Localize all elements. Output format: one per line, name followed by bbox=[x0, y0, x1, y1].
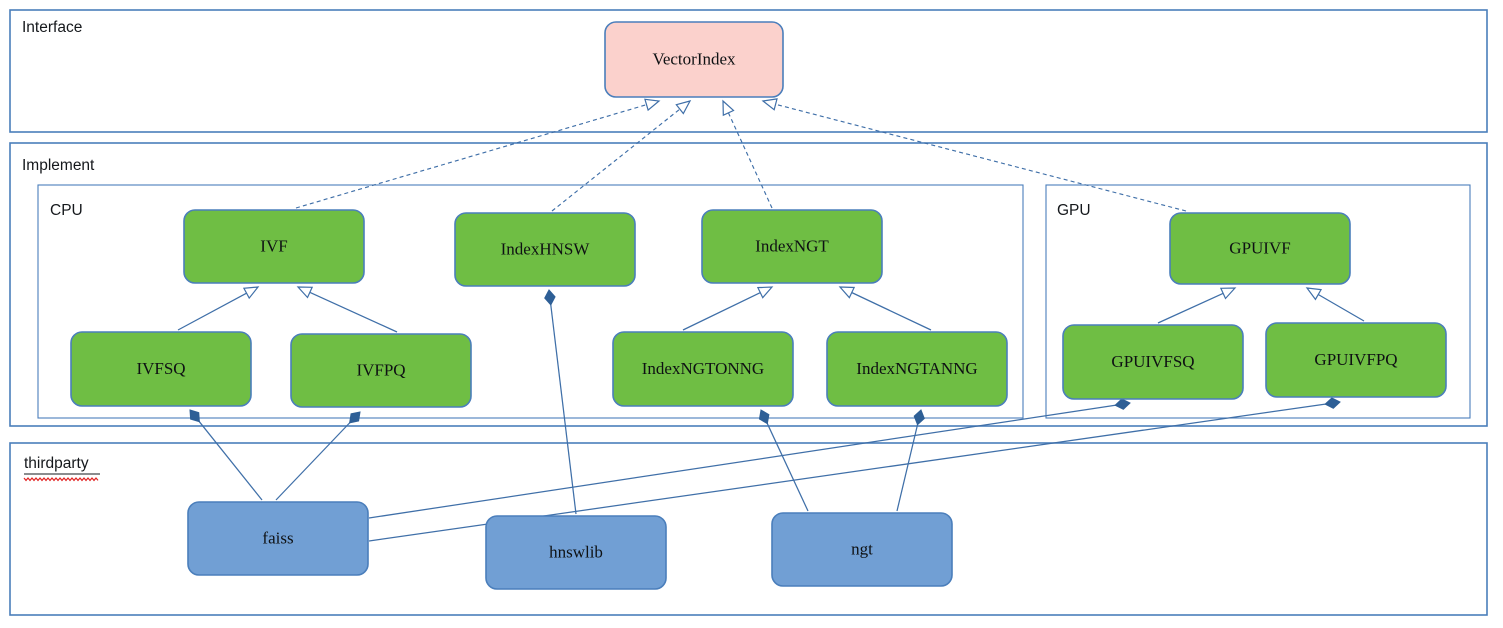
arrowhead-hollow-triangle-icon-indexngtanng-indexngt bbox=[838, 286, 856, 299]
edge-gpuivfsq-gpuivf bbox=[1157, 287, 1237, 324]
node-vectorindex[interactable]: VectorIndex bbox=[604, 21, 784, 98]
container-label-cpu: CPU bbox=[50, 202, 83, 219]
edge-line-gpuivf-vectorindex bbox=[774, 103, 1187, 212]
node-ivf[interactable]: IVF bbox=[183, 209, 365, 284]
node-box-gpuivfsq[interactable] bbox=[1062, 324, 1244, 400]
node-box-ivfpq[interactable] bbox=[290, 333, 472, 408]
node-label-indexngt: IndexNGT bbox=[755, 236, 829, 255]
arrowhead-hollow-triangle-icon-gpuivfsq-gpuivf bbox=[1219, 287, 1237, 300]
arrowhead-hollow-triangle-icon-gpuivfpq-gpuivf bbox=[1305, 287, 1323, 301]
edge-line-ngt-indexngtanng bbox=[896, 423, 919, 512]
edge-line-indexhnsw-vectorindex bbox=[551, 108, 681, 212]
arrowhead-filled-diamond-icon-ngt-indexngtonng bbox=[758, 409, 770, 425]
node-label-hnswlib: hnswlib bbox=[549, 542, 603, 561]
node-ngt[interactable]: ngt bbox=[771, 512, 953, 587]
edge-line-indexngtanng-indexngt bbox=[850, 291, 932, 331]
arrowhead-filled-diamond-icon-hnswlib-indexhnsw bbox=[544, 289, 556, 306]
edge-gpuivf-vectorindex bbox=[761, 98, 1187, 212]
node-indexngtanng[interactable]: IndexNGTANNG bbox=[826, 331, 1008, 407]
node-label-indexhnsw: IndexHNSW bbox=[501, 239, 591, 258]
container-label-interface: Interface bbox=[22, 19, 82, 36]
spellcheck-squiggle-thirdparty bbox=[23, 477, 99, 482]
node-label-ngt: ngt bbox=[851, 539, 873, 558]
node-box-ivfsq[interactable] bbox=[70, 331, 252, 407]
arrowhead-hollow-triangle-icon-ivf-vectorindex bbox=[644, 98, 661, 112]
node-box-indexngt[interactable] bbox=[701, 209, 883, 284]
node-label-faiss: faiss bbox=[262, 528, 293, 547]
node-box-indexngtanng[interactable] bbox=[826, 331, 1008, 407]
node-faiss[interactable]: faiss bbox=[187, 501, 369, 576]
node-gpuivf[interactable]: GPUIVF bbox=[1169, 212, 1351, 285]
edge-line-ivfpq-ivf bbox=[308, 291, 398, 333]
arrowhead-filled-diamond-icon-faiss-gpuivfsq bbox=[1114, 398, 1131, 410]
container-label-thirdparty: thirdparty bbox=[24, 455, 89, 472]
node-indexhnsw[interactable]: IndexHNSW bbox=[454, 212, 636, 287]
edge-line-ivf-vectorindex bbox=[295, 103, 648, 209]
node-box-indexhnsw[interactable] bbox=[454, 212, 636, 287]
node-box-gpuivfpq[interactable] bbox=[1265, 322, 1447, 398]
arrowhead-filled-diamond-icon-faiss-ivfpq bbox=[349, 411, 361, 424]
arrowhead-filled-diamond-icon-faiss-gpuivfpq bbox=[1324, 397, 1341, 409]
edge-indexngtonng-indexngt bbox=[682, 286, 774, 331]
node-box-ivf[interactable] bbox=[183, 209, 365, 284]
edge-line-gpuivfsq-gpuivf bbox=[1157, 292, 1225, 324]
edge-line-ngt-indexngtonng bbox=[766, 422, 809, 512]
edge-line-indexngtonng-indexngt bbox=[682, 291, 762, 331]
edge-faiss-ivfsq bbox=[189, 409, 263, 501]
node-gpuivfsq[interactable]: GPUIVFSQ bbox=[1062, 324, 1244, 400]
edge-line-hnswlib-indexhnsw bbox=[550, 303, 577, 515]
node-box-faiss[interactable] bbox=[187, 501, 369, 576]
edge-gpuivfpq-gpuivf bbox=[1305, 287, 1365, 322]
node-box-ngt[interactable] bbox=[771, 512, 953, 587]
node-ivfpq[interactable]: IVFPQ bbox=[290, 333, 472, 408]
arrowhead-hollow-triangle-icon-indexhnsw-vectorindex bbox=[675, 100, 692, 115]
edge-ngt-indexngtanng bbox=[896, 409, 925, 512]
node-label-indexngtonng: IndexNGTONNG bbox=[642, 359, 764, 378]
edge-ngt-indexngtonng bbox=[758, 409, 809, 512]
edge-ivfsq-ivf bbox=[177, 286, 260, 331]
node-label-ivf: IVF bbox=[260, 236, 287, 255]
edge-line-gpuivfpq-gpuivf bbox=[1317, 293, 1365, 322]
edge-indexngt-vectorindex bbox=[722, 99, 773, 209]
edge-line-indexngt-vectorindex bbox=[727, 111, 773, 209]
edge-line-ivfsq-ivf bbox=[177, 292, 248, 331]
node-label-ivfpq: IVFPQ bbox=[356, 360, 405, 379]
arrowhead-hollow-triangle-icon-indexngt-vectorindex bbox=[722, 99, 735, 117]
arrowhead-hollow-triangle-icon-ivfpq-ivf bbox=[296, 286, 314, 299]
node-label-indexngtanng: IndexNGTANNG bbox=[856, 359, 977, 378]
edge-line-faiss-ivfsq bbox=[198, 420, 263, 501]
node-label-vectorindex: VectorIndex bbox=[652, 49, 736, 68]
container-label-gpu: GPU bbox=[1057, 202, 1091, 219]
node-box-hnswlib[interactable] bbox=[485, 515, 667, 590]
node-ivfsq[interactable]: IVFSQ bbox=[70, 331, 252, 407]
node-box-vectorindex[interactable] bbox=[604, 21, 784, 98]
edge-faiss-gpuivfsq bbox=[368, 398, 1131, 519]
edge-indexhnsw-vectorindex bbox=[551, 100, 692, 212]
node-label-ivfsq: IVFSQ bbox=[136, 359, 185, 378]
arrowhead-hollow-triangle-icon-ivfsq-ivf bbox=[242, 286, 260, 300]
container-label-implement: Implement bbox=[22, 157, 95, 174]
edge-line-faiss-ivfpq bbox=[275, 421, 351, 501]
edge-ivfpq-ivf bbox=[296, 286, 398, 333]
node-label-gpuivfpq: GPUIVFPQ bbox=[1314, 350, 1397, 369]
arrowhead-hollow-triangle-icon-gpuivf-vectorindex bbox=[761, 98, 778, 111]
node-box-indexngtonng[interactable] bbox=[612, 331, 794, 407]
edge-indexngtanng-indexngt bbox=[838, 286, 932, 331]
edge-faiss-ivfpq bbox=[275, 411, 361, 501]
edge-line-faiss-gpuivfsq bbox=[368, 404, 1117, 519]
node-hnswlib[interactable]: hnswlib bbox=[485, 515, 667, 590]
edge-ivf-vectorindex bbox=[295, 98, 661, 209]
node-gpuivfpq[interactable]: GPUIVFPQ bbox=[1265, 322, 1447, 398]
node-label-gpuivf: GPUIVF bbox=[1229, 238, 1290, 257]
node-indexngt[interactable]: IndexNGT bbox=[701, 209, 883, 284]
arrowhead-filled-diamond-icon-ngt-indexngtanng bbox=[913, 409, 925, 426]
node-box-gpuivf[interactable] bbox=[1169, 212, 1351, 285]
arrowhead-filled-diamond-icon-faiss-ivfsq bbox=[189, 409, 200, 423]
node-label-gpuivfsq: GPUIVFSQ bbox=[1111, 352, 1194, 371]
node-indexngtonng[interactable]: IndexNGTONNG bbox=[612, 331, 794, 407]
edge-hnswlib-indexhnsw bbox=[544, 289, 577, 515]
arrowhead-hollow-triangle-icon-indexngtonng-indexngt bbox=[756, 286, 774, 299]
